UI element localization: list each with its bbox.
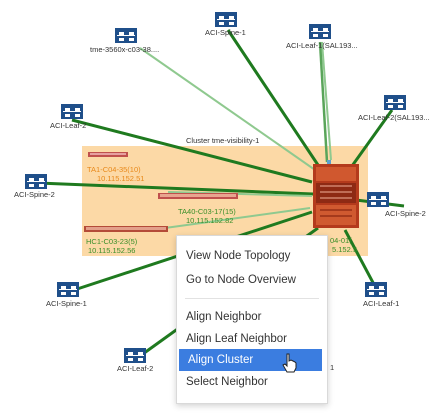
menu-separator [185,298,319,299]
network-node-label: tme-3560x-c03-38.... [90,45,159,54]
link-thin [167,191,313,197]
network-node[interactable]: ACI-Leaf-1 [363,282,399,308]
network-node-icon [115,28,137,43]
member-ip: 10.115.152.56 [88,246,135,255]
network-node[interactable]: ACI-Leaf-2(SAL193... [358,95,430,122]
network-node[interactable]: ACI-Spine-1 [46,282,87,308]
network-node-label: ACI-Leaf-1 [363,299,399,308]
network-node-label: ACI-Leaf-2 [50,121,86,130]
svg-text:1: 1 [330,363,334,372]
member-ip: 10.115.152.82 [186,216,233,225]
network-node-label: ACI-Leaf-2 [117,364,153,373]
member-name: HC1-C03-23(5) [86,237,138,246]
network-node-icon [365,282,387,297]
network-node[interactable]: tme-3560x-c03-38.... [90,28,159,54]
network-node-label: ACI-Spine-1 [46,299,87,308]
network-node[interactable]: ACI-Leaf-2 [50,104,86,130]
network-node[interactable]: ACI-Leaf-1(SAL193... [286,24,358,50]
network-node-label: ACI-Spine-2 [385,209,426,218]
link [350,109,394,167]
network-node-label: ACI-Spine-2 [14,190,55,199]
menu-item-go-to-node-overview[interactable]: Go to Node Overview [186,274,296,286]
network-node-icon [25,174,47,189]
member-name: TA40-C03-17(15) [178,207,236,216]
link-thin [321,41,332,161]
menu-item-align-leaf-neighbor[interactable]: Align Leaf Neighbor [186,333,288,345]
network-node-label: ACI-Spine-1 [205,28,246,37]
cluster-member-3[interactable]: HC1-C03-23(5) 10.115.152.56 [84,226,168,255]
svg-text:5.152.5: 5.152.5 [332,245,357,254]
network-node-icon [309,24,331,39]
nodes: tme-3560x-c03-38....ACI-Spine-1ACI-Leaf-… [14,12,430,373]
network-node-label: ACI-Leaf-1(SAL193... [286,41,358,50]
link [343,229,380,293]
network-node-icon [61,104,83,119]
network-node-icon [384,95,406,110]
network-node[interactable]: ACI-Spine-2 [14,174,55,199]
menu-item-view-node-topology[interactable]: View Node Topology [186,250,291,262]
cluster-member-hidden: 04-01( 5.152.5 1 [330,236,357,372]
menu-item-align-cluster[interactable]: Align Cluster [179,349,322,371]
link-thin [139,47,319,173]
network-node[interactable]: ACI-Leaf-2 [117,348,153,373]
link [37,181,314,196]
cluster-member-1[interactable]: TA1-C04-35(10) 10.115.152.51 [87,152,144,183]
network-node-icon [367,192,389,207]
menu-item-align-neighbor[interactable]: Align Neighbor [186,311,262,323]
network-node-icon [215,12,237,27]
hand-pointer-cursor-icon [282,353,297,373]
network-node-label: ACI-Leaf-2(SAL193... [358,113,430,122]
network-node[interactable]: ACI-Spine-2 [367,192,426,218]
menu-item-select-neighbor[interactable]: Select Neighbor [186,376,268,388]
cluster-member-2[interactable]: TA40-C03-17(15) 10.115.152.82 [158,193,238,225]
link [226,29,322,169]
link [318,41,329,163]
cluster-title: Cluster tme-visibility-1 [186,136,259,145]
network-node[interactable]: ACI-Spine-1 [205,12,246,37]
link-thin [164,207,311,229]
link [71,118,313,184]
svg-text:04-01(: 04-01( [330,236,352,245]
member-ip: 10.115.152.51 [97,174,144,183]
network-node-icon [124,348,146,363]
network-node-icon [57,282,79,297]
chassis-switch-icon[interactable] [313,160,359,228]
member-name: TA1-C04-35(10) [87,165,141,174]
context-menu: View Node Topology Go to Node Overview A… [176,235,328,404]
